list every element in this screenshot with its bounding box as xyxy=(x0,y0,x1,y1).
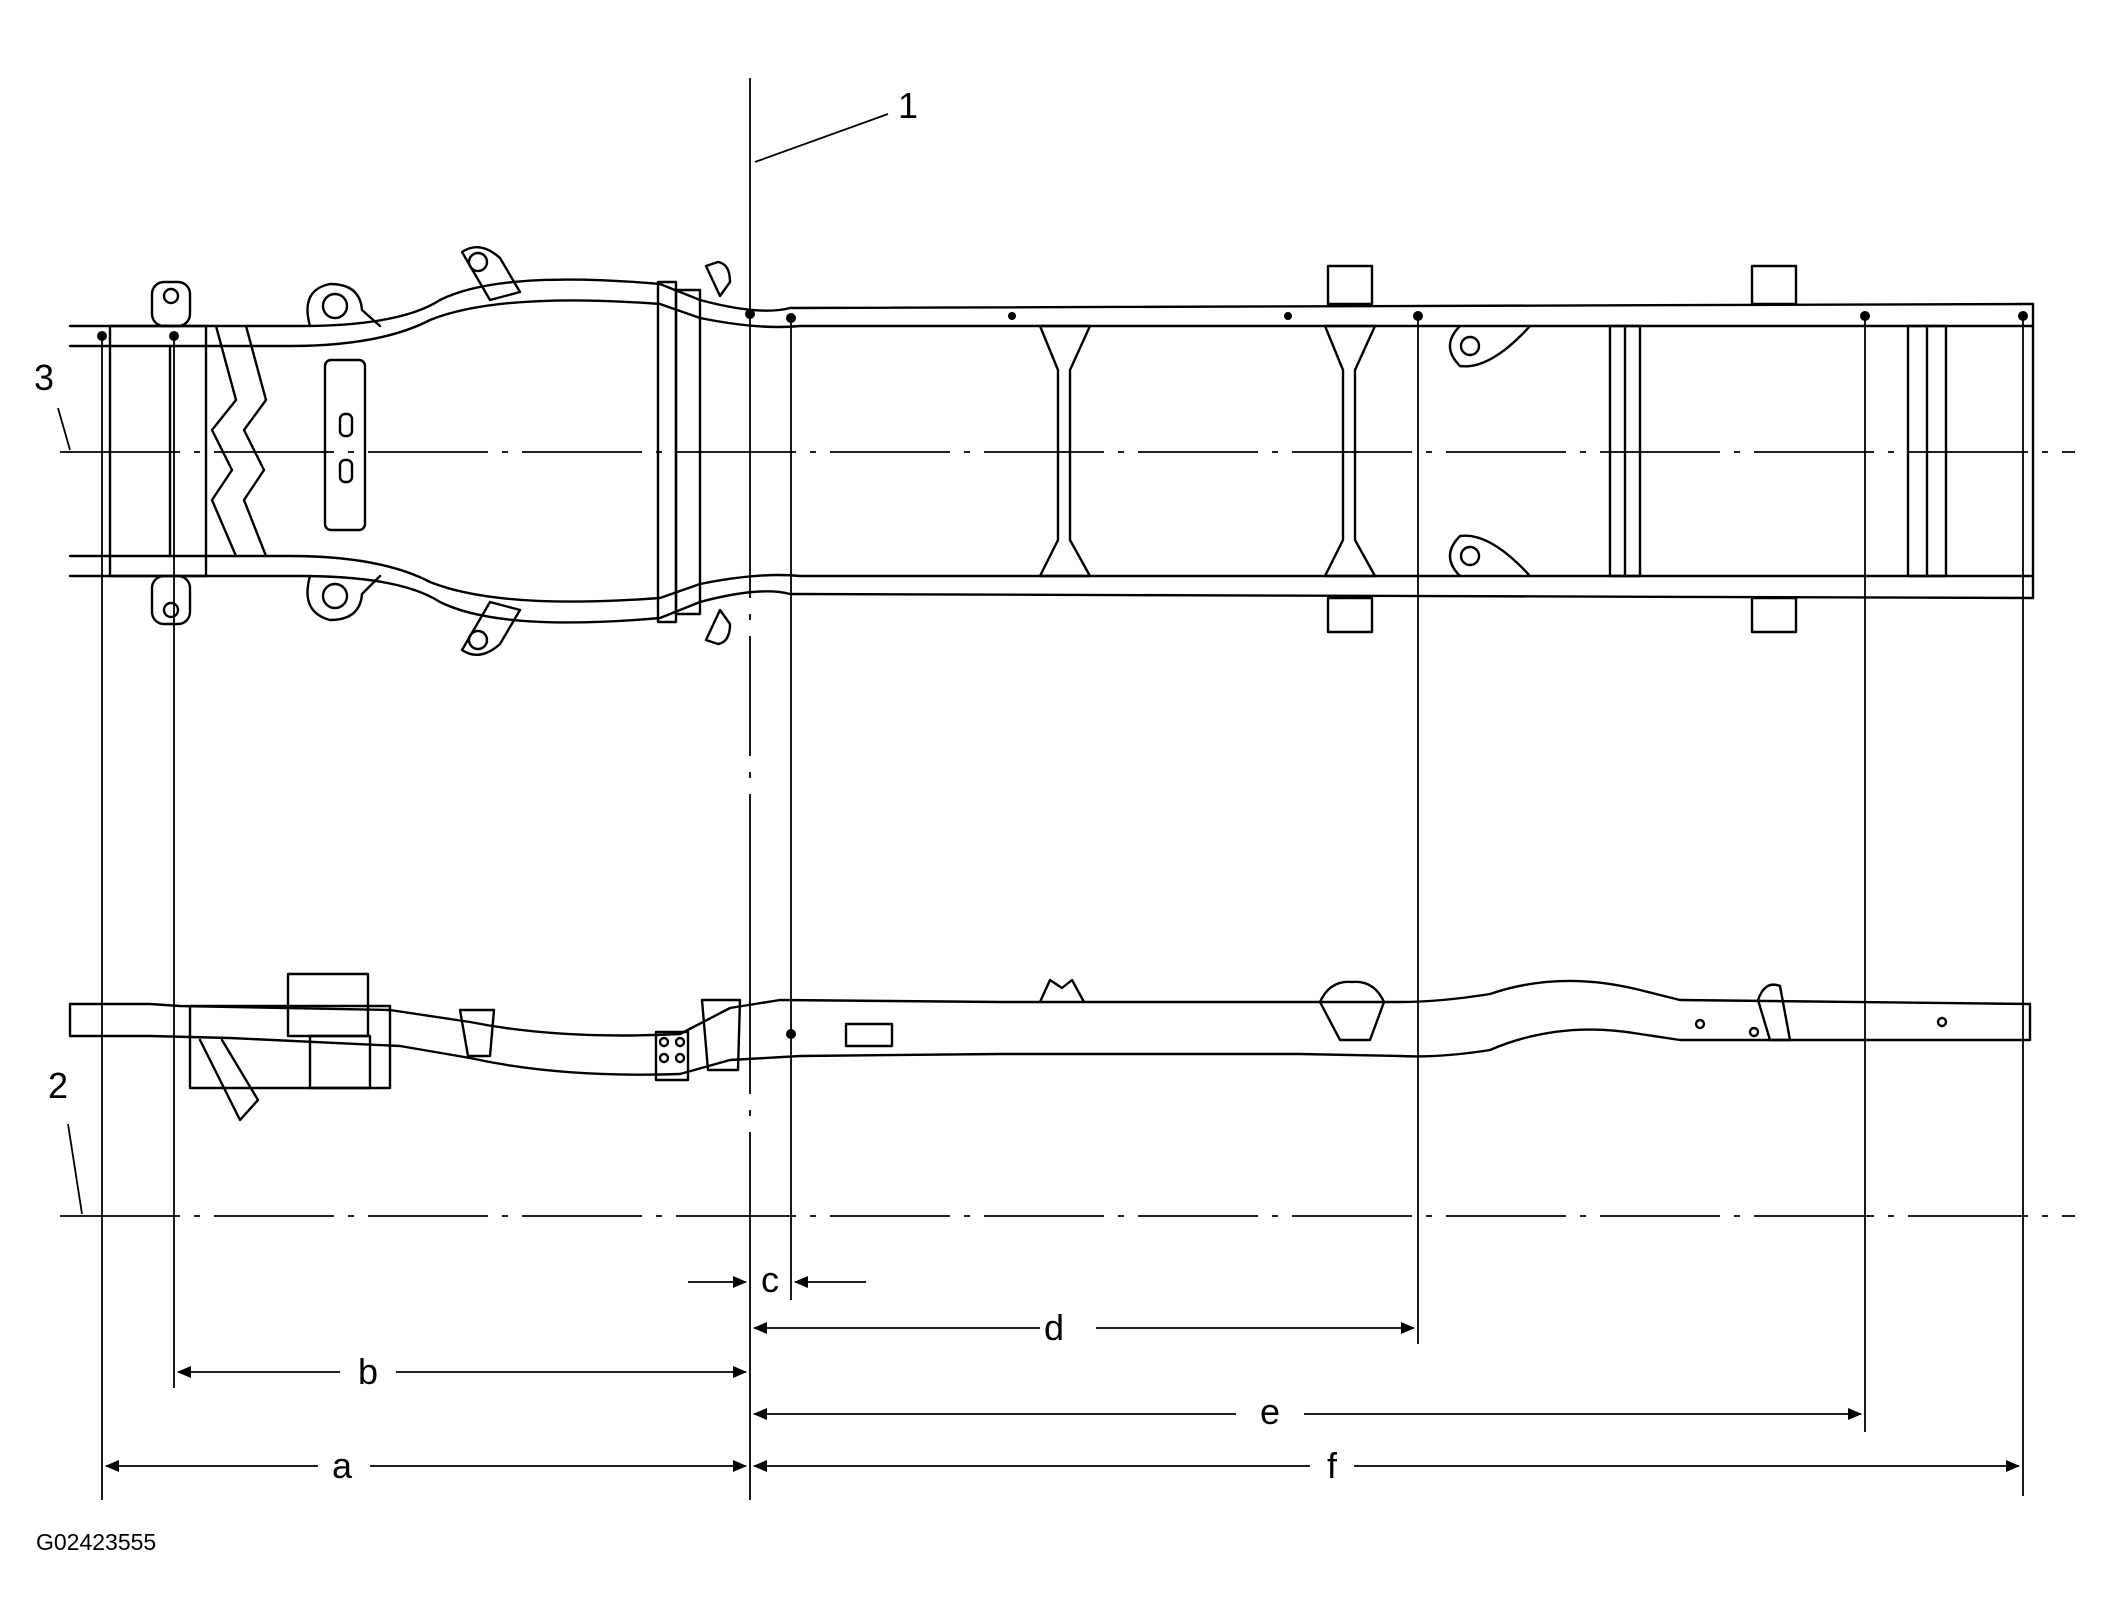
callout-3: 3 xyxy=(34,357,71,451)
front-hook-lower xyxy=(150,574,192,626)
front-hook-upper xyxy=(150,280,192,328)
engine-mount xyxy=(323,358,367,532)
front-x-member xyxy=(210,324,268,558)
dimension-b: b xyxy=(177,1351,747,1392)
side-slot xyxy=(844,1022,894,1048)
front-suspension-assembly xyxy=(188,1004,392,1090)
rear-hanger-upper xyxy=(1448,324,1532,368)
callout-label-1: 1 xyxy=(898,85,918,126)
dim-label-c: c xyxy=(761,1259,779,1300)
frame-top-view xyxy=(68,246,2035,656)
reference-lines xyxy=(60,78,2075,1500)
side-mount-1 xyxy=(1038,978,1086,1004)
side-mount-2 xyxy=(1318,980,1386,1042)
side-bracket-2 xyxy=(700,998,742,1072)
dimension-e: e xyxy=(753,1391,1862,1432)
spring-bracket-lower xyxy=(460,600,522,656)
dim-label-e: e xyxy=(1260,1391,1280,1432)
dimension-f: f xyxy=(753,1445,2020,1486)
dim-label-b: b xyxy=(358,1351,378,1392)
dim-label-f: f xyxy=(1327,1445,1338,1486)
side-plate xyxy=(654,1030,690,1082)
body-mount-upper-1 xyxy=(1326,264,1374,306)
frame-side-view xyxy=(68,972,2032,1122)
dim-label-a: a xyxy=(332,1445,353,1486)
callout-label-3: 3 xyxy=(34,357,54,398)
side-rail-top xyxy=(68,979,2032,1037)
figure-id: G02423555 xyxy=(36,1529,156,1555)
dimension-a: a xyxy=(105,1445,747,1486)
side-bracket-1 xyxy=(458,1008,496,1058)
callout-1: 1 xyxy=(754,85,918,163)
control-arm-bracket-upper xyxy=(306,282,382,328)
spring-bracket-upper xyxy=(460,246,522,302)
front-crossmember xyxy=(108,324,208,578)
body-mount-lower-2 xyxy=(1750,596,1798,634)
body-mount-lower-1 xyxy=(1326,596,1374,634)
side-hanger-rear xyxy=(1756,983,1792,1042)
lower-rail xyxy=(68,554,2035,624)
callout-2: 2 xyxy=(48,1065,83,1215)
body-mount-upper-2 xyxy=(1750,264,1798,306)
crossmember-2 xyxy=(1323,324,1377,578)
dimension-d: d xyxy=(753,1307,1415,1348)
upper-rail xyxy=(68,278,2035,348)
side-rail-bottom xyxy=(68,1028,2032,1076)
dimension-c: c xyxy=(688,1259,866,1300)
rear-hanger-lower xyxy=(1448,534,1532,578)
dim-label-d: d xyxy=(1044,1307,1064,1348)
control-arm-bracket-lower xyxy=(306,574,382,622)
callout-label-2: 2 xyxy=(48,1065,68,1106)
crossmember-1 xyxy=(1038,324,1092,578)
